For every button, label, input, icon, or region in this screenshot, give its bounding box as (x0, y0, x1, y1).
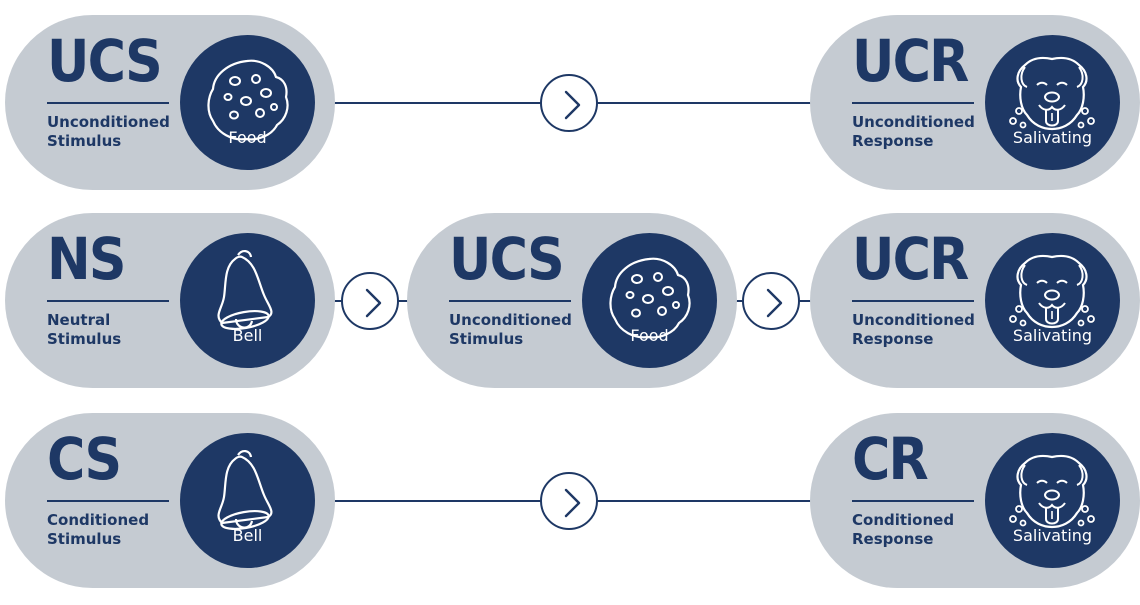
dog-icon (985, 233, 1120, 368)
row-conditioned: CS Conditioned Stimulus Bell CR Conditio… (0, 413, 1140, 588)
stimulus-pill-ucs: UCS Unconditioned Stimulus Food (5, 15, 335, 190)
bell-icon (180, 233, 315, 368)
icon-label: Salivating (1012, 526, 1093, 545)
pill-divider (852, 102, 974, 104)
icon-circle: Salivating (985, 433, 1120, 568)
pill-abbreviation: UCS (47, 27, 163, 95)
response-pill-ucr: UCR Unconditioned Response Salivating (810, 213, 1140, 388)
arrow-button (742, 272, 800, 330)
chevron-right-icon (343, 274, 401, 332)
icon-circle: Salivating (985, 35, 1120, 170)
response-pill-cr: CR Conditioned Response Salivating (810, 413, 1140, 588)
icon-label: Bell (232, 326, 263, 345)
pill-description: Unconditioned Response (852, 311, 975, 348)
cookie-icon (180, 35, 315, 170)
pill-divider (47, 500, 169, 502)
icon-circle: Bell (180, 233, 315, 368)
dog-icon (985, 35, 1120, 170)
arrow-button (341, 272, 399, 330)
icon-label: Food (630, 326, 669, 345)
icon-label: Salivating (1012, 326, 1093, 345)
pill-divider (47, 300, 169, 302)
icon-label: Bell (232, 526, 263, 545)
icon-circle: Bell (180, 433, 315, 568)
icon-circle: Food (180, 35, 315, 170)
pill-description: Conditioned Stimulus (47, 511, 150, 548)
icon-circle: Salivating (985, 233, 1120, 368)
chevron-right-icon (744, 274, 802, 332)
icon-label: Food (228, 128, 267, 147)
pill-abbreviation: NS (47, 225, 126, 293)
response-pill-ucr: UCR Unconditioned Response Salivating (810, 15, 1140, 190)
pill-divider (852, 500, 974, 502)
pill-description: Unconditioned Response (852, 113, 975, 150)
pill-abbreviation: UCS (449, 225, 565, 293)
arrow-button (540, 472, 598, 530)
pill-description: Conditioned Response (852, 511, 955, 548)
icon-circle: Food (582, 233, 717, 368)
stimulus-pill-ns: NS Neutral Stimulus Bell (5, 213, 335, 388)
cookie-icon (582, 233, 717, 368)
pill-description: Neutral Stimulus (47, 311, 122, 348)
pill-description: Unconditioned Stimulus (449, 311, 572, 348)
chevron-right-icon (542, 474, 600, 532)
chevron-right-icon (542, 76, 600, 134)
pill-divider (47, 102, 169, 104)
arrow-button (540, 74, 598, 132)
bell-icon (180, 433, 315, 568)
pill-divider (852, 300, 974, 302)
pill-abbreviation: CR (852, 425, 929, 493)
stimulus-pill-cs: CS Conditioned Stimulus Bell (5, 413, 335, 588)
pill-divider (449, 300, 571, 302)
pill-abbreviation: CS (47, 425, 122, 493)
pill-abbreviation: UCR (852, 225, 969, 293)
icon-label: Salivating (1012, 128, 1093, 147)
dog-icon (985, 433, 1120, 568)
pill-abbreviation: UCR (852, 27, 969, 95)
row-unconditioned: UCS Unconditioned Stimulus Food UCR Unco… (0, 15, 1140, 190)
pill-description: Unconditioned Stimulus (47, 113, 170, 150)
row-pairing: NS Neutral Stimulus Bell UCS Uncondition… (0, 213, 1140, 388)
stimulus-pill-ucs: UCS Unconditioned Stimulus Food (407, 213, 737, 388)
